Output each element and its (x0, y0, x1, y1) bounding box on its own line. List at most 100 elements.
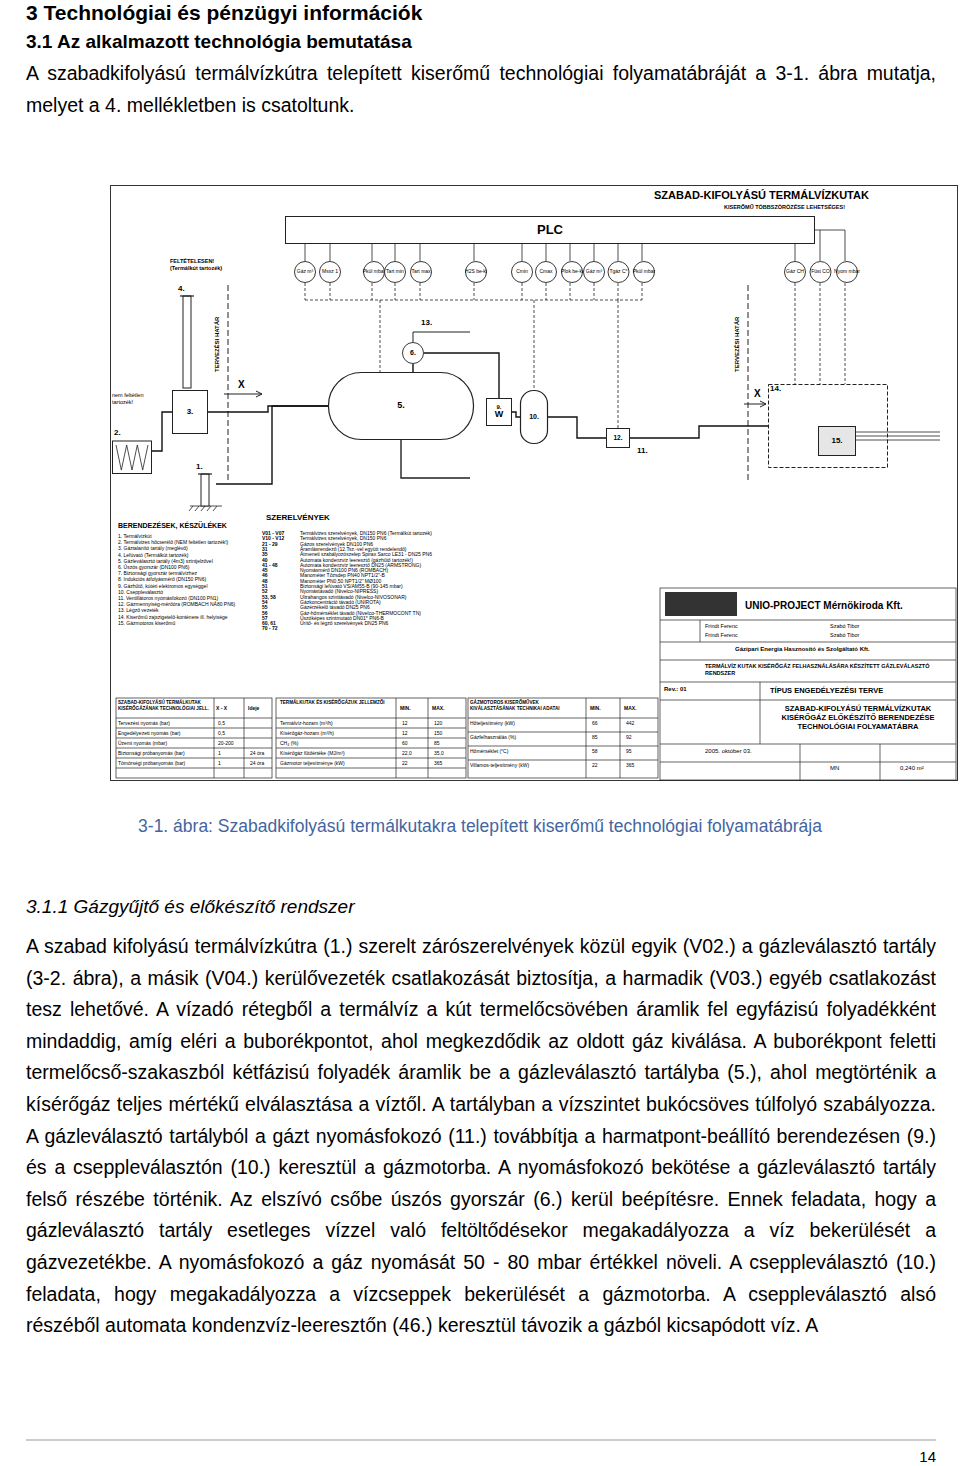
instrument-label: Gáz m³ (586, 269, 602, 275)
callout-number: 9. (496, 404, 501, 411)
fitting-item: Ürítő- és légző szerelvények DN25 PN6 (300, 621, 388, 626)
title-block-cell: MN (830, 765, 839, 772)
degassing-tank-outline (173, 391, 208, 434)
box-label: PLC (537, 223, 563, 237)
blowoff-pipe-outline (183, 296, 191, 388)
heat-exchanger-outline (113, 441, 152, 474)
table-cell: 35,0 (434, 750, 444, 756)
table-cell: 0,5 (218, 720, 225, 726)
equipment-item: 15. Gázmotoros kiserőmű (118, 620, 175, 626)
instrument-label: Nyom mbar (834, 269, 860, 275)
pipe-connector (630, 426, 768, 438)
thermal-well: 1. (194, 462, 216, 506)
table-frame (468, 698, 658, 778)
footer-rule (26, 1440, 936, 1441)
instrument-label: H2S be-ki (465, 269, 487, 275)
table-cell: 22 (592, 762, 598, 768)
instrument-circle: Gáz CH (784, 261, 806, 283)
title-block-cell: Frindt Ferenc (705, 623, 738, 630)
callout-number: 14. (770, 385, 781, 394)
table-cell: 58 (592, 748, 598, 754)
table-cell: Kísérőgáz fűtőértéke (MJ/m³) (280, 750, 345, 756)
list-heading: SZERELVÉNYEK (266, 513, 330, 523)
title-block-cell: TÍPUS ENGEDÉLYEZÉSI TERVE (770, 686, 883, 695)
table-cell: 92 (626, 734, 632, 740)
droplet-separator-outline (521, 391, 548, 444)
heat-exchanger: 2. (112, 428, 152, 474)
gas-meter: 12. (606, 428, 630, 448)
table-cell: 20-200 (218, 740, 234, 746)
instrument-circle: H2S be-ki (463, 261, 489, 283)
callout-number: 2. (114, 429, 121, 438)
figure-caption: 3-1. ábra: Szabadkifolyású termálkutakra… (0, 816, 960, 837)
drawing-name: SZABAD-KIFOLYÁSÚ TERMÁLVÍZKUTAK KISÉRŐGÁ… (764, 704, 952, 731)
equipment-item: 13. Légző vezeték (118, 607, 159, 613)
instrument-circle: Gáz m³ (583, 261, 605, 283)
company-name: UNIO-PROJECT Mérnökiroda Kft. (745, 600, 903, 612)
table-cell: 442 (626, 720, 634, 726)
instrument-label: Gáz m³ (297, 269, 313, 275)
instrument-label: Füst CO (811, 269, 830, 275)
equipment-item: 6. Úszós gyorszár (DN100 PN6) (118, 564, 189, 570)
ground-hatch (189, 506, 222, 511)
table-cell: 85 (592, 734, 598, 740)
table-cell: Üzemi nyomás (mbar) (118, 740, 167, 746)
table-header: MAX. (624, 705, 637, 711)
table-header: Ideje (248, 705, 259, 711)
equipment-item: 1. Termálvízkút (118, 533, 152, 539)
instrument-circle: Cmax (535, 261, 557, 283)
table-cell: Biztonsági próbanyomás (bar) (118, 750, 185, 756)
equipment-item: 14. Kiserőmű zajszigetelő-konténere ill.… (118, 614, 228, 620)
instrument-circle: Gáz m³ (294, 261, 316, 283)
title-block-frame (660, 588, 956, 780)
equipment-item: 7. Biztonsági gyorszár termálvízhez (118, 570, 197, 576)
callout-number: 12. (613, 434, 622, 441)
separator-vessel: 5. (328, 372, 474, 440)
instrument-label: Mssz 1 (322, 269, 338, 275)
instrument-circle: Cmin (511, 261, 533, 283)
callout-number: 10. (529, 413, 539, 421)
float-valve-outline (403, 343, 424, 364)
table-cell: Tömörségi próbanyomás (bar) (118, 760, 185, 766)
gas-cooler-outline (487, 399, 512, 426)
boundary-label: TERVEZÉSI HATÁR (734, 317, 741, 372)
instrument-circle-outline (385, 262, 406, 283)
blowoff-pipe-outline (180, 295, 194, 296)
body-text: A szabad kifolyású termálvízkútra (1.) s… (26, 931, 936, 1342)
section-mark: X (754, 388, 761, 400)
callout-number: 15. (831, 437, 842, 446)
callout-number: 1. (196, 463, 203, 472)
plc-box: PLC (285, 216, 815, 244)
title-block-cell: TERMÁLVÍZ KUTAK KISÉRŐGÁZ FELHASZNÁLÁSÁR… (705, 663, 950, 676)
instrument-circle: Pkül mbar (361, 261, 387, 283)
title-block-cell: Szabó Tibor (830, 623, 859, 630)
table-cell: 365 (434, 760, 442, 766)
subsection-heading: 3.1.1 Gázgyűjtő és előkészítő rendszer (26, 896, 936, 919)
equipment-item: 10. Cseppleválasztó (118, 589, 163, 595)
boundary-label: TERVEZÉSI HATÁR (214, 317, 221, 372)
equipment-item: 4. Lefúvató (Termálkút tartozék) (118, 552, 188, 558)
table-cell: 22,0 (402, 750, 412, 756)
container-outline: 14. 15. (768, 384, 888, 468)
table-header: MIN. (400, 705, 411, 711)
table-grid (116, 698, 272, 778)
thermal-well-outline (198, 473, 212, 474)
table-header: TERMÁLKUTAK ÉS KISÉRŐGÁZUK JELLEMZŐI (280, 700, 390, 706)
instrument-label: Cmin (516, 269, 528, 275)
gas-meter-outline (607, 429, 630, 448)
table-frame (116, 698, 272, 778)
vent-pipe (413, 332, 470, 342)
table-header: MAX. (432, 705, 445, 711)
table-grid (468, 698, 658, 778)
instrument-circle: Tart min (384, 261, 406, 283)
table-header: SZABAD-KIFOLYÁSÚ TERMÁLKUTAK KISÉRŐGÁZÁN… (118, 700, 212, 711)
table-cell: 95 (626, 748, 632, 754)
table-cell: 12 (402, 720, 408, 726)
pipe-connector (152, 412, 172, 451)
equipment-item: 2. Termálvizes hőcserélő (NEM feltétlen … (118, 539, 228, 545)
body-text: A szabadkifolyású termálvízkútra telepít… (26, 58, 936, 121)
title-block-cell: 2005. október 03. (705, 748, 752, 755)
heat-exchanger-outline (116, 445, 148, 470)
instrument-label: Tgáz C° (609, 269, 627, 275)
